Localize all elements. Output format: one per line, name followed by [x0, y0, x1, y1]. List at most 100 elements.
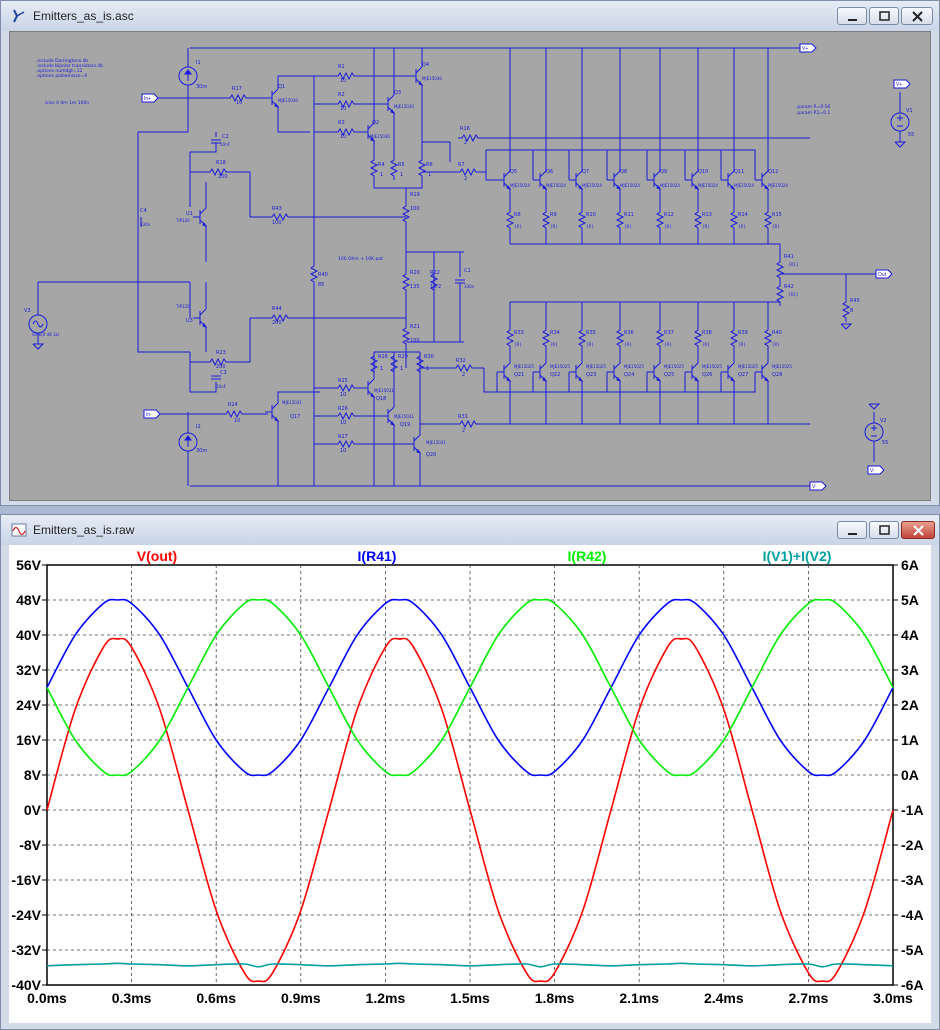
series-line-3[interactable]: [46, 962, 894, 968]
resistor[interactable]: [415, 352, 425, 376]
legend-label[interactable]: I(R42): [568, 548, 607, 564]
resistor[interactable]: [334, 439, 358, 449]
resistor[interactable]: [334, 127, 358, 137]
minimize-button[interactable]: [837, 7, 867, 25]
transistor[interactable]: [647, 170, 662, 190]
voltage-source[interactable]: [890, 112, 910, 132]
resistor[interactable]: [401, 202, 411, 226]
resistor[interactable]: [417, 156, 427, 180]
plot-restore-button[interactable]: [869, 521, 899, 539]
net-label[interactable]: Out: [875, 269, 893, 279]
schematic-titlebar[interactable]: Emitters_as_is.asc: [1, 1, 939, 31]
transistor[interactable]: [755, 170, 770, 190]
transistor[interactable]: [265, 402, 280, 422]
capacitor[interactable]: [137, 217, 142, 227]
plot-minimize-button[interactable]: [837, 521, 867, 539]
resistor[interactable]: [452, 363, 476, 373]
transistor[interactable]: [533, 362, 548, 382]
transistor[interactable]: [193, 308, 208, 328]
resistor[interactable]: [389, 156, 399, 180]
restore-button[interactable]: [869, 7, 899, 25]
resistor[interactable]: [729, 326, 739, 350]
transistor[interactable]: [569, 170, 584, 190]
resistor[interactable]: [456, 419, 480, 429]
resistor[interactable]: [615, 326, 625, 350]
transistor[interactable]: [497, 362, 512, 382]
resistor[interactable]: [309, 262, 319, 286]
resistor[interactable]: [763, 326, 773, 350]
transistor[interactable]: [265, 88, 280, 108]
transistor[interactable]: [685, 170, 700, 190]
resistor[interactable]: [206, 167, 230, 177]
resistor[interactable]: [222, 409, 246, 419]
transistor[interactable]: [647, 362, 662, 382]
net-label[interactable]: V+: [893, 79, 911, 89]
resistor[interactable]: [369, 156, 379, 180]
resistor[interactable]: [655, 208, 665, 232]
resistor[interactable]: [226, 93, 250, 103]
resistor[interactable]: [577, 326, 587, 350]
legend-label[interactable]: I(R41): [358, 548, 397, 564]
resistor[interactable]: [268, 313, 292, 323]
net-label[interactable]: V+: [799, 43, 817, 53]
legend-label[interactable]: I(V1)+I(V2): [763, 548, 832, 564]
current-source[interactable]: [178, 66, 198, 86]
resistor[interactable]: [334, 71, 358, 81]
net-label[interactable]: V-: [809, 481, 827, 491]
resistor[interactable]: [334, 99, 358, 109]
resistor[interactable]: [505, 326, 515, 350]
transistor[interactable]: [685, 362, 700, 382]
resistor[interactable]: [389, 352, 399, 376]
net-label[interactable]: In+: [141, 93, 159, 103]
resistor[interactable]: [429, 270, 439, 294]
resistor[interactable]: [775, 258, 785, 282]
transistor[interactable]: [721, 170, 736, 190]
resistor[interactable]: [268, 212, 292, 222]
resistor[interactable]: [456, 167, 480, 177]
resistor[interactable]: [505, 208, 515, 232]
resistor[interactable]: [763, 208, 773, 232]
resistor[interactable]: [693, 208, 703, 232]
transistor[interactable]: [409, 66, 424, 86]
resistor[interactable]: [541, 208, 551, 232]
resistor[interactable]: [655, 326, 665, 350]
resistor[interactable]: [334, 383, 358, 393]
transistor[interactable]: [381, 94, 396, 114]
transistor[interactable]: [361, 122, 376, 142]
transistor[interactable]: [497, 170, 512, 190]
resistor[interactable]: [334, 411, 358, 421]
resistor[interactable]: [841, 298, 851, 322]
plot-close-button[interactable]: [901, 521, 935, 539]
legend-label[interactable]: V(out): [137, 548, 177, 564]
plot-titlebar[interactable]: Emitters_as_is.raw: [1, 515, 939, 545]
transistor[interactable]: [533, 170, 548, 190]
transistor[interactable]: [361, 378, 376, 398]
capacitor[interactable]: [211, 139, 221, 144]
transistor[interactable]: [407, 434, 422, 454]
resistor[interactable]: [401, 324, 411, 348]
transistor[interactable]: [381, 406, 396, 426]
transistor[interactable]: [607, 170, 622, 190]
resistor[interactable]: [206, 357, 230, 367]
resistor[interactable]: [615, 208, 625, 232]
resistor[interactable]: [541, 326, 551, 350]
voltage-source[interactable]: [28, 314, 48, 334]
transistor[interactable]: [755, 362, 770, 382]
resistor[interactable]: [577, 208, 587, 232]
transistor[interactable]: [569, 362, 584, 382]
resistor[interactable]: [693, 326, 703, 350]
resistor[interactable]: [401, 270, 411, 294]
resistor[interactable]: [775, 282, 785, 306]
voltage-source[interactable]: [864, 422, 884, 442]
close-button[interactable]: [901, 7, 933, 25]
resistor[interactable]: [369, 352, 379, 376]
net-label[interactable]: V-: [867, 465, 885, 475]
series-line-0[interactable]: [46, 637, 894, 983]
transistor[interactable]: [193, 207, 208, 227]
net-label[interactable]: In-: [143, 409, 161, 419]
series-line-2[interactable]: [46, 598, 894, 777]
